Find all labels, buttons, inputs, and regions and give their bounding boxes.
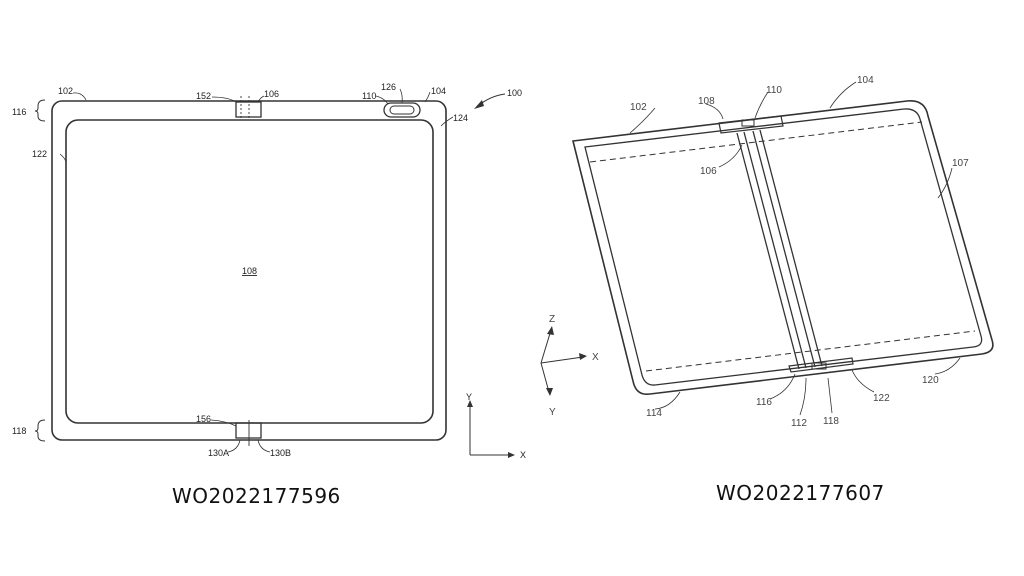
label-124: 124 — [453, 113, 468, 123]
x-axis-arrow-r — [579, 353, 587, 360]
leader-106 — [257, 95, 265, 103]
z-axis-arrow — [547, 326, 554, 335]
x-axis-line-r — [540, 356, 584, 364]
axis-x-label: X — [520, 450, 526, 460]
device-inner-frame-open — [584, 108, 983, 386]
label-100: 100 — [507, 88, 522, 98]
leader-114-r — [654, 391, 681, 410]
leader-102-r — [629, 107, 656, 134]
leader-124 — [440, 116, 454, 127]
camera-housing — [383, 102, 421, 118]
label-102: 102 — [58, 86, 73, 96]
device-outer-frame-open — [572, 99, 994, 396]
leader-122 — [59, 153, 67, 163]
leader-112-r — [799, 377, 807, 416]
leader-130a — [227, 439, 241, 453]
leader-130b — [257, 439, 271, 453]
axis-y-label: Y — [466, 392, 472, 402]
label-116: 116 — [12, 107, 26, 117]
label-130b: 130B — [270, 448, 291, 458]
top-dashed-line — [589, 121, 923, 163]
y-axis-arrow — [467, 400, 473, 407]
arrow-100-head — [474, 100, 484, 109]
label-152: 152 — [196, 91, 211, 101]
label-108-r: 108 — [698, 96, 715, 107]
left-publication-number: WO2022177596 — [172, 484, 341, 508]
camera-lens — [389, 105, 415, 115]
top-hinge-block — [235, 101, 262, 118]
label-106: 106 — [264, 89, 279, 99]
label-104-r: 104 — [857, 75, 874, 86]
leader-126 — [399, 88, 403, 104]
label-118-r: 118 — [823, 416, 839, 427]
leader-108-r — [705, 103, 724, 120]
left-device-drawing: 102 116 122 152 106 110 126 104 100 124 … — [12, 82, 526, 460]
leader-110 — [375, 95, 389, 105]
leader-118-r — [827, 377, 833, 414]
label-156: 156 — [196, 414, 211, 424]
hinge-rail-2 — [743, 131, 807, 369]
label-116-r: 116 — [756, 397, 772, 408]
label-130a: 130A — [208, 448, 229, 458]
right-publication-number: WO2022177607 — [716, 481, 885, 505]
leader-156 — [210, 419, 237, 427]
label-102-r: 102 — [630, 102, 647, 113]
leader-106-r — [718, 144, 743, 168]
label-114-r: 114 — [646, 408, 662, 419]
label-122-r: 122 — [873, 393, 890, 404]
z-axis-line — [540, 329, 552, 364]
hinge-rail-1 — [736, 132, 800, 370]
hinge-rail-4 — [759, 129, 823, 367]
leader-116-r — [769, 373, 796, 400]
label-107-r: 107 — [952, 158, 969, 169]
leader-110-r — [754, 91, 769, 119]
label-104: 104 — [431, 86, 446, 96]
leader-104-r — [829, 81, 857, 109]
y-axis-arrow-r — [546, 388, 553, 396]
label-120-r: 120 — [922, 375, 939, 386]
label-110: 110 — [362, 91, 376, 101]
leader-107-r — [937, 167, 953, 199]
top-bracket — [34, 99, 46, 122]
x-axis-arrow — [508, 452, 515, 458]
bottom-hinge-cap — [788, 357, 854, 373]
axis-x-label-r: X — [592, 352, 599, 363]
label-122: 122 — [32, 149, 47, 159]
label-106-r: 106 — [700, 166, 717, 177]
axis-z-label-r: Z — [549, 314, 555, 325]
bottom-hinge-detail — [811, 362, 827, 370]
label-126: 126 — [381, 82, 396, 92]
axis-y-label-r: Y — [549, 407, 556, 418]
label-118: 118 — [12, 426, 26, 436]
bottom-hinge-block — [235, 422, 262, 439]
top-hinge-detail — [741, 119, 755, 127]
top-hinge-cap — [718, 115, 784, 134]
right-device-drawing: 102 108 110 104 106 107 114 116 112 118 … — [540, 75, 994, 429]
leader-152 — [211, 96, 237, 103]
leader-102 — [72, 92, 87, 101]
label-108: 108 — [242, 266, 257, 276]
leader-120-r — [934, 357, 961, 375]
label-110-r: 110 — [766, 85, 782, 96]
label-112-r: 112 — [791, 418, 807, 429]
bottom-bracket — [34, 419, 46, 442]
leader-104 — [424, 91, 431, 103]
hinge-rail-3 — [752, 130, 816, 368]
leader-122-r — [851, 369, 875, 393]
y-axis-line-r — [540, 362, 550, 393]
